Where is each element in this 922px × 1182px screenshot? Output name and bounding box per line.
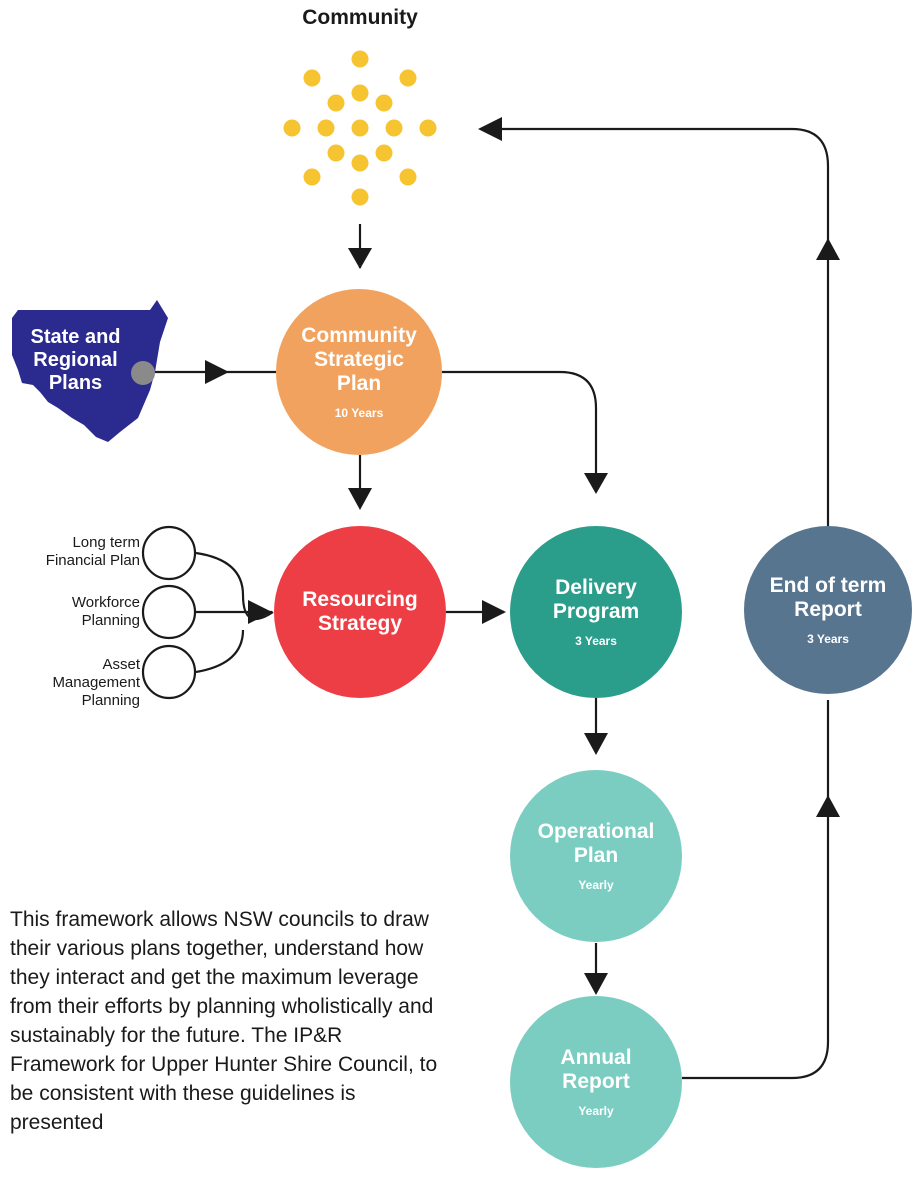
- community-dot: [399, 69, 417, 87]
- csp-label: Community Strategic Plan: [301, 324, 417, 395]
- community-dot: [303, 168, 321, 186]
- arrowhead-down: [584, 973, 608, 995]
- nsw-map-shape: [12, 300, 168, 442]
- asset-management-label: Asset Management Planning: [52, 656, 140, 709]
- community-dot: [317, 119, 335, 137]
- community-dot: [375, 144, 393, 162]
- community-dot: [327, 144, 345, 162]
- arrowhead-up: [816, 795, 840, 817]
- community-dot: [351, 50, 369, 68]
- asset-management-circle: [141, 644, 197, 700]
- annual-label: Annual Report: [560, 1046, 632, 1093]
- arrowhead-left: [478, 117, 502, 141]
- community-strategic-plan-node: Community Strategic Plan 10 Years: [276, 289, 442, 455]
- arrowhead-right: [205, 360, 229, 384]
- community-dot: [399, 168, 417, 186]
- resourcing-strategy-node: Resourcing Strategy: [274, 526, 446, 698]
- arrowhead-right: [248, 600, 272, 624]
- operational-duration: Yearly: [578, 878, 614, 892]
- line-asset-to-resourcing: [195, 629, 245, 674]
- annual-report-node: Annual Report Yearly: [510, 996, 682, 1168]
- community-dot: [351, 188, 369, 206]
- community-dot: [303, 69, 321, 87]
- endterm-label: End of term Report: [769, 574, 887, 621]
- workforce-planning-circle: [141, 584, 197, 640]
- operational-label: Operational Plan: [537, 820, 655, 867]
- annual-duration: Yearly: [578, 1104, 614, 1118]
- csp-duration: 10 Years: [334, 406, 384, 420]
- delivery-label: Delivery Program: [552, 576, 640, 623]
- arrowhead-down: [348, 488, 372, 510]
- community-dot: [283, 119, 301, 137]
- end-of-term-report-node: End of term Report 3 Years: [744, 526, 912, 694]
- financial-plan-label: Long term Financial Plan: [45, 534, 140, 569]
- line-csp-to-delivery: [442, 370, 598, 480]
- arrowhead-down: [584, 733, 608, 755]
- community-dot: [351, 84, 369, 102]
- state-connector-dot: [131, 361, 155, 385]
- framework-description: This framework allows NSW councils to dr…: [10, 908, 438, 1134]
- community-dots: [283, 50, 437, 206]
- line-annual-to-endterm: [682, 700, 830, 1080]
- community-dot: [351, 154, 369, 172]
- state-regional-plans-label: State and Regional Plans: [30, 326, 121, 394]
- community-dot: [327, 94, 345, 112]
- endterm-duration: 3 Years: [807, 632, 849, 646]
- delivery-program-node: Delivery Program 3 Years: [510, 526, 682, 698]
- community-dot: [419, 119, 437, 137]
- line-endterm-to-community: [495, 127, 830, 526]
- financial-plan-circle: [141, 525, 197, 581]
- input-circles: [141, 525, 197, 700]
- resourcing-label: Resourcing Strategy: [302, 588, 418, 635]
- community-title: Community: [302, 6, 418, 29]
- delivery-duration: 3 Years: [575, 634, 617, 648]
- community-dot: [351, 119, 369, 137]
- arrowhead-down: [584, 473, 608, 494]
- arrowhead-right: [482, 600, 506, 624]
- arrowhead-up: [816, 238, 840, 260]
- arrowheads: [205, 117, 840, 995]
- operational-plan-node: Operational Plan Yearly: [510, 770, 682, 942]
- community-dot: [385, 119, 403, 137]
- community-dot: [375, 94, 393, 112]
- arrowhead-down: [348, 248, 372, 269]
- workforce-planning-label: Workforce Planning: [71, 594, 140, 629]
